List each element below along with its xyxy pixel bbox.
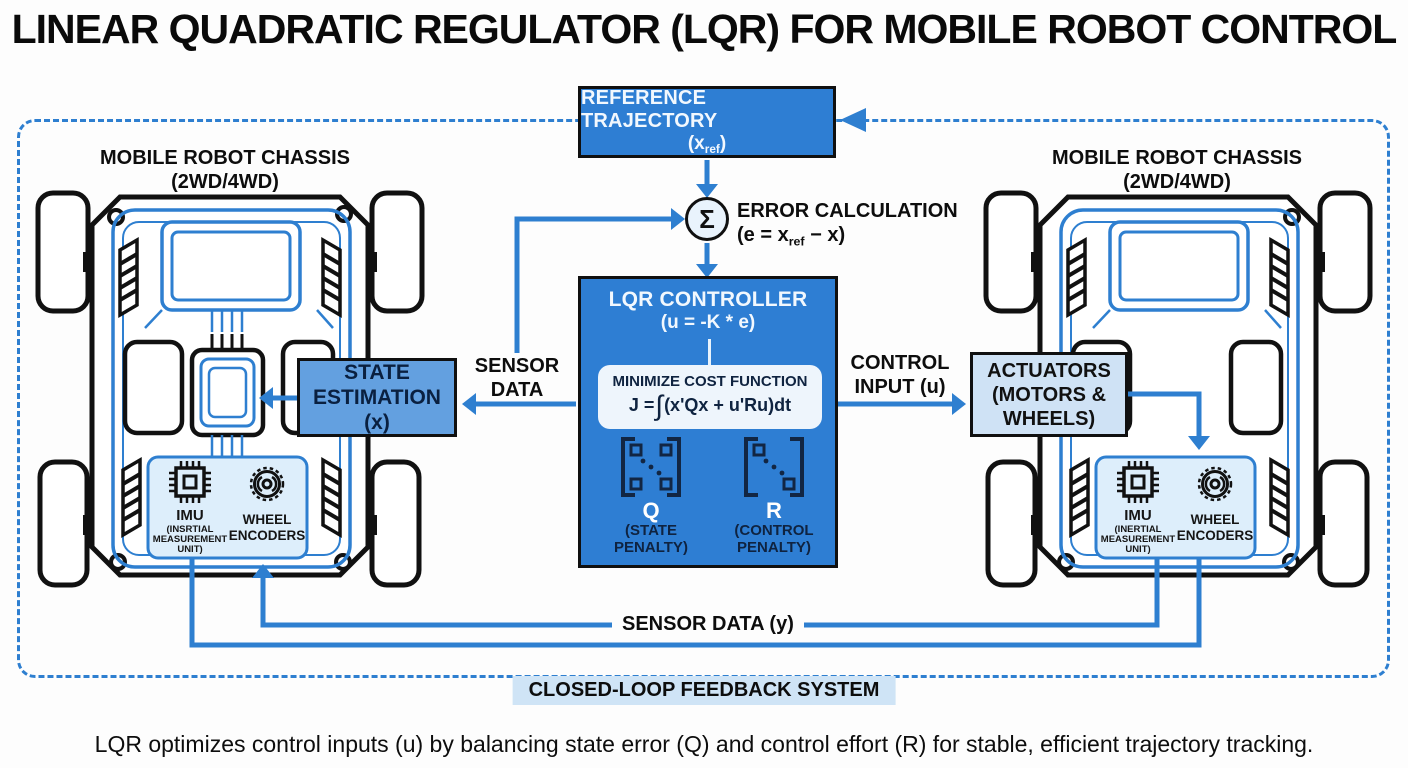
svg-text:MEASUREMENT: MEASUREMENT (153, 534, 228, 545)
r-matrix-left-bracket (744, 437, 758, 497)
imu-label: IMU (176, 507, 204, 524)
wheel-encoder-icon (1197, 466, 1233, 502)
page-title: LINEAR QUADRATIC REGULATOR (LQR) FOR MOB… (11, 6, 1398, 52)
lqr-connector-line (708, 339, 711, 365)
cost-function-formula: J = ∫(x'Qx + u'Ru)dt (628, 389, 792, 421)
reference-trajectory-symbol: (xref) (687, 133, 727, 157)
screw-icon (109, 553, 127, 571)
top-screen-panel (1108, 220, 1250, 312)
cost-function-box: MINIMIZE COST FUNCTION J = ∫(x'Qx + u'Ru… (598, 365, 822, 429)
r-matrix-label: R (766, 498, 782, 523)
imu-chip-icon (169, 461, 211, 503)
wheel-icon (37, 459, 90, 588)
imu-label: IMU (1124, 507, 1152, 524)
closed-loop-feedback-label: CLOSED-LOOP FEEDBACK SYSTEM (512, 676, 896, 705)
svg-text:(INERTIAL: (INERTIAL (1115, 524, 1162, 535)
side-module (1228, 339, 1284, 436)
right-robot-title: MOBILE ROBOT CHASSIS(2WD/4WD) (1051, 147, 1302, 193)
q-matrix-right-bracket (667, 437, 681, 497)
wheel-icon (1317, 190, 1373, 314)
svg-text:UNIT): UNIT) (177, 544, 202, 555)
r-matrix-right-bracket (790, 437, 804, 497)
wheel-icon (1317, 459, 1370, 588)
wheel-encoders-label: WHEEL (243, 512, 292, 527)
wheel-icon (369, 190, 425, 314)
state-estimation-box: STATE ESTIMATION (x) (297, 358, 457, 437)
sensor-data-y-label: SENSOR DATA (y) (612, 611, 804, 638)
left-robot-title: MOBILE ROBOT CHASSIS(2WD/4WD) (99, 147, 350, 193)
error-calculation-label: ERROR CALCULATION (e = xref − x) (737, 200, 958, 249)
svg-text:ENCODERS: ENCODERS (229, 528, 306, 543)
wheel-encoder-icon (249, 466, 285, 502)
imu-chip-icon (1117, 461, 1159, 503)
svg-text:ENCODERS: ENCODERS (1177, 528, 1254, 543)
reference-trajectory-label: REFERENCE TRAJECTORY (581, 87, 718, 133)
q-matrix-left-bracket (621, 437, 635, 497)
wheel-encoders-label: WHEEL (1191, 512, 1240, 527)
q-matrix-label: Q (642, 498, 660, 523)
bottom-caption: LQR optimizes control inputs (u) by bala… (94, 731, 1314, 757)
sum-junction: Σ (685, 197, 729, 241)
wheel-icon (983, 190, 1039, 314)
wheel-icon (35, 190, 91, 314)
sigma-icon: Σ (699, 203, 715, 234)
lqr-control-law: (u = -K * e) (660, 312, 756, 333)
actuators-box: ACTUATORS (MOTORS & WHEELS) (970, 352, 1128, 437)
top-screen-panel (160, 220, 302, 312)
side-module (122, 339, 185, 436)
reference-trajectory-box: REFERENCE TRAJECTORY (xref) (578, 86, 836, 158)
svg-text:(INSRTIAL: (INSRTIAL (167, 524, 214, 535)
svg-text:MEASUREMENT: MEASUREMENT (1101, 534, 1176, 545)
wheel-icon (985, 459, 1038, 588)
wheel-icon (369, 459, 422, 588)
lqr-controller-box: LQR CONTROLLER (u = -K * e) MINIMIZE COS… (578, 276, 838, 568)
penalty-matrices (621, 437, 804, 497)
lqr-title: LQR CONTROLLER (608, 288, 808, 311)
screw-icon (335, 205, 353, 223)
svg-text:UNIT): UNIT) (1125, 544, 1150, 555)
